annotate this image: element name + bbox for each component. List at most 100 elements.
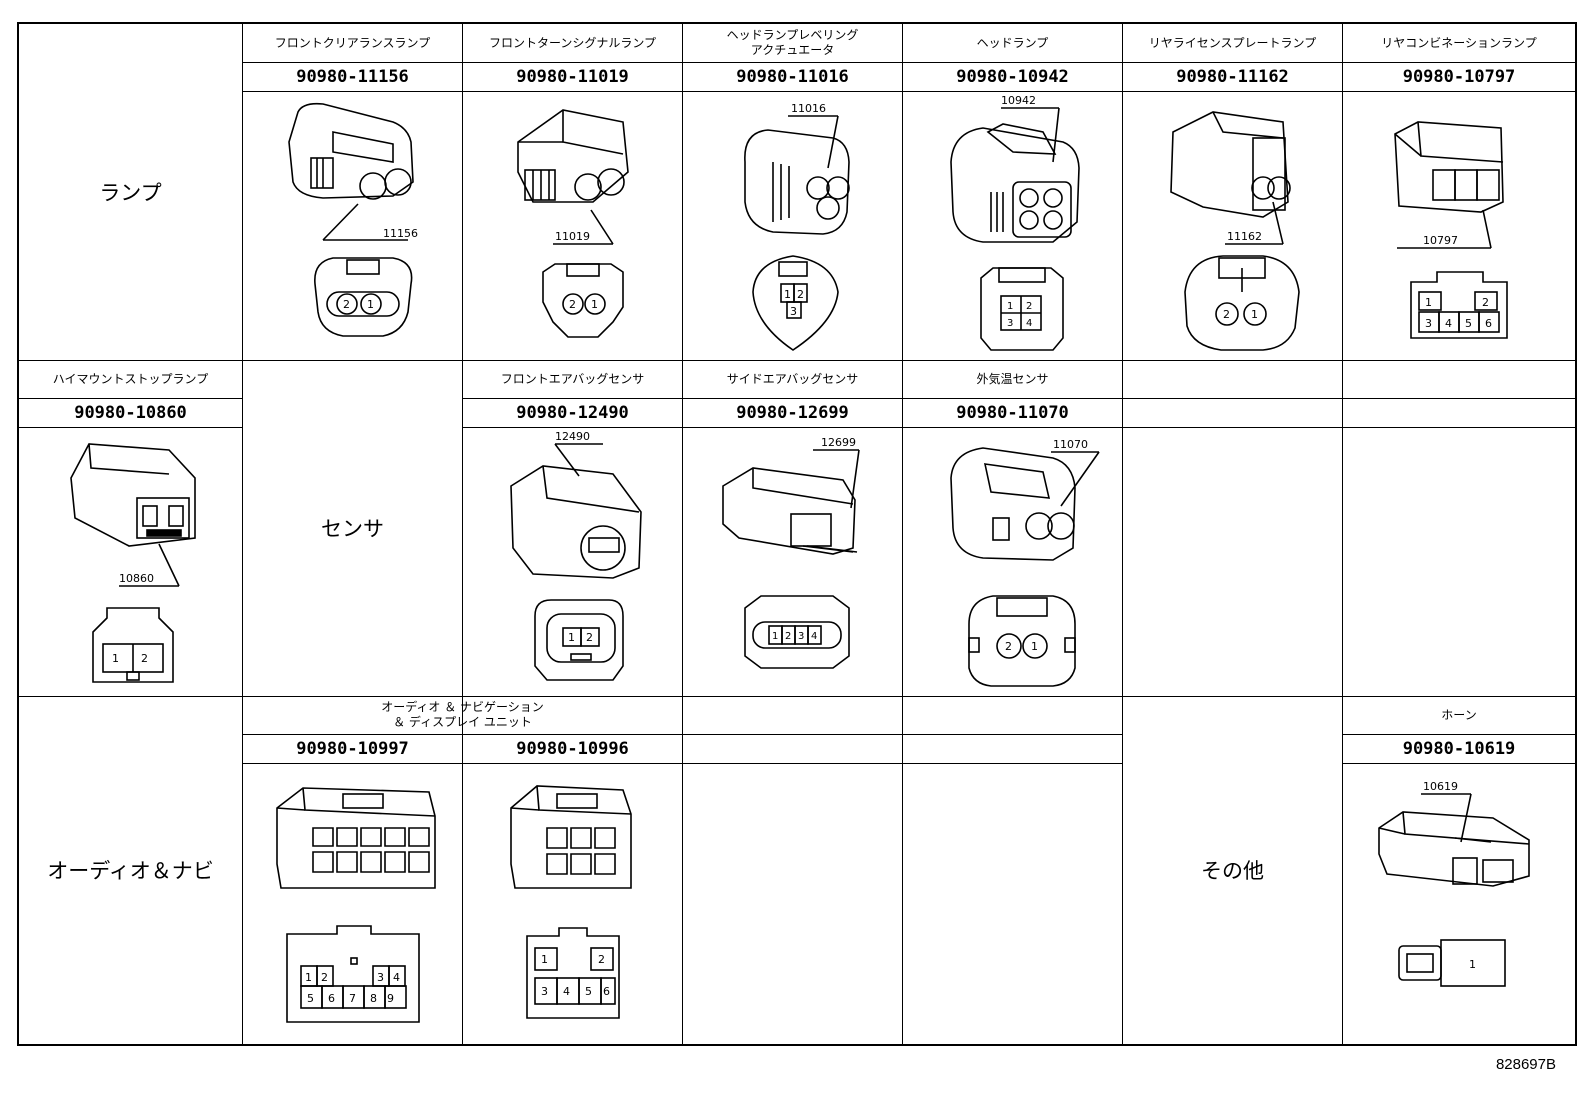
pin-label: 2	[1223, 308, 1230, 321]
connector-cell: ホーン 90980-10619 10619 1	[1342, 696, 1575, 1044]
pin-label: 6	[603, 985, 610, 998]
part-code: 12699	[821, 436, 856, 449]
connector-name: リヤコンビネーションランプ	[1381, 35, 1537, 50]
connector-cell: 90980-10997 1 2 3 4 5 6	[242, 696, 462, 1044]
connector-illustration: 1 2 3 4 5 6 7 8 9	[243, 764, 462, 1044]
connector-cell: サイドエアバッグセンサ 90980-12699 12699 1 2 3 4	[682, 360, 902, 696]
pin-label: 1	[772, 631, 778, 642]
pin-label: 4	[563, 985, 570, 998]
pin-label: 2	[1482, 296, 1489, 309]
part-code: 11019	[555, 230, 590, 243]
part-code: 11016	[791, 102, 826, 115]
category-lamp: ランプ	[99, 181, 162, 205]
part-code: 10619	[1423, 780, 1458, 793]
connector-table: ランプ フロントクリアランスランプ 90980-11156 11156 2	[17, 22, 1577, 1046]
pin-label: 2	[1005, 640, 1012, 653]
pin-label: 3	[541, 985, 548, 998]
pin-label: 3	[1425, 317, 1432, 330]
pin-label: 4	[1445, 317, 1452, 330]
connector-illustration: 10860 1 2	[19, 428, 242, 696]
empty-cell	[1122, 360, 1342, 696]
connector-cell: フロントエアバッグセンサ 90980-12490 12490 1 2	[462, 360, 682, 696]
sensor-category-cell: センサ	[242, 360, 462, 696]
pin-label: 8	[370, 992, 377, 1005]
connector-cell: ヘッドランプレベリング アクチュエータ 90980-11016 11016 1 …	[682, 24, 902, 360]
connector-cell: リヤコンビネーションランプ 90980-10797 10797 1 2 3 4 …	[1342, 24, 1575, 360]
connector-illustration: 11162 2 1	[1123, 92, 1342, 360]
pin-label: 5	[1465, 317, 1472, 330]
pin-label: 2	[1026, 301, 1032, 312]
pin-label: 9	[387, 992, 394, 1005]
part-number: 90980-11070	[903, 398, 1122, 428]
pin-label: 2	[141, 652, 148, 665]
connector-cell: フロントクリアランスランプ 90980-11156 11156 2 1	[242, 24, 462, 360]
part-code: 12490	[555, 430, 590, 443]
part-number: 90980-11019	[463, 62, 682, 92]
connector-cell: リヤライセンスプレートランプ 90980-11162 11162 2 1	[1122, 24, 1342, 360]
pin-label: 1	[112, 652, 119, 665]
connector-name: ハイマウントストップランプ	[52, 371, 209, 386]
pin-label: 2	[569, 298, 576, 311]
connector-cell: 90980-10996 1 2 3 4 5 6	[462, 696, 682, 1044]
part-number: 90980-11162	[1123, 62, 1342, 92]
pin-label: 6	[1485, 317, 1492, 330]
part-number: 90980-10942	[903, 62, 1122, 92]
pin-label: 1	[568, 631, 575, 644]
category-audio: オーディオ＆ナビ	[47, 859, 214, 883]
connector-illustration: 11019 2 1	[463, 92, 682, 360]
connector-name: フロントターンシグナルランプ	[488, 35, 657, 50]
part-number: 90980-10997	[243, 734, 462, 764]
part-code: 10860	[119, 572, 154, 585]
connector-name: フロントエアバッグセンサ	[500, 371, 645, 386]
connector-illustration: 11016 1 2 3	[683, 92, 902, 360]
empty-cell	[902, 696, 1122, 1044]
pin-label: 1	[305, 971, 312, 984]
empty-cell	[682, 696, 902, 1044]
row-lamp: ランプ フロントクリアランスランプ 90980-11156 11156 2	[19, 24, 1575, 360]
pin-label: 1	[1469, 958, 1476, 971]
pin-label: 4	[393, 971, 400, 984]
pin-label: 1	[591, 298, 598, 311]
part-number: 90980-12699	[683, 398, 902, 428]
connector-illustration: 12490 1 2	[463, 428, 682, 696]
connector-illustration: 1 2 3 4 5 6	[463, 764, 682, 1044]
part-number: 90980-10619	[1343, 734, 1575, 764]
pin-label: 7	[349, 992, 356, 1005]
empty-cell	[1342, 360, 1575, 696]
connector-name: 外気温センサ	[976, 371, 1049, 386]
part-number: 90980-11156	[243, 62, 462, 92]
part-code: 11162	[1227, 230, 1262, 243]
row-sensor: ハイマウントストップランプ 90980-10860 10860 1 2	[19, 360, 1575, 696]
pin-label: 6	[328, 992, 335, 1005]
connector-name: ホーン	[1441, 707, 1477, 722]
pin-label: 4	[811, 631, 817, 642]
connector-name: フロントクリアランスランプ	[274, 35, 431, 50]
row-audio: オーディオ＆ナビ オーディオ ＆ ナビゲーション ＆ ディスプレイ ユニット 9…	[19, 696, 1575, 1044]
part-number: 90980-11016	[683, 62, 902, 92]
connector-cell: 外気温センサ 90980-11070 11070 2 1	[902, 360, 1122, 696]
connector-name: ヘッドランプレベリング アクチュエータ	[726, 28, 859, 57]
part-number: 90980-12490	[463, 398, 682, 428]
pin-label: 5	[585, 985, 592, 998]
connector-illustration: 10797 1 2 3 4 5 6	[1343, 92, 1575, 360]
pin-label: 1	[367, 298, 374, 311]
part-code: 10942	[1001, 94, 1036, 107]
connector-name: リヤライセンスプレートランプ	[1148, 35, 1317, 50]
pin-label: 1	[541, 953, 548, 966]
connector-name: ヘッドランプ	[976, 35, 1049, 50]
connector-name: サイドエアバッグセンサ	[726, 371, 859, 386]
pin-label: 2	[797, 288, 804, 301]
pin-label: 5	[307, 992, 314, 1005]
pin-label: 1	[1425, 296, 1432, 309]
connector-illustration: 11070 2 1	[903, 428, 1122, 696]
pin-label: 2	[598, 953, 605, 966]
pin-label: 2	[586, 631, 593, 644]
pin-label: 3	[790, 305, 797, 318]
connector-cell: ハイマウントストップランプ 90980-10860 10860 1 2	[19, 360, 242, 696]
connector-illustration: 11156 2 1	[243, 92, 462, 360]
part-number: 90980-10797	[1343, 62, 1575, 92]
connector-illustration: 12699 1 2 3 4	[683, 428, 902, 696]
part-code: 11156	[383, 227, 418, 240]
part-code: 10797	[1423, 234, 1458, 247]
part-number: 90980-10996	[463, 734, 682, 764]
